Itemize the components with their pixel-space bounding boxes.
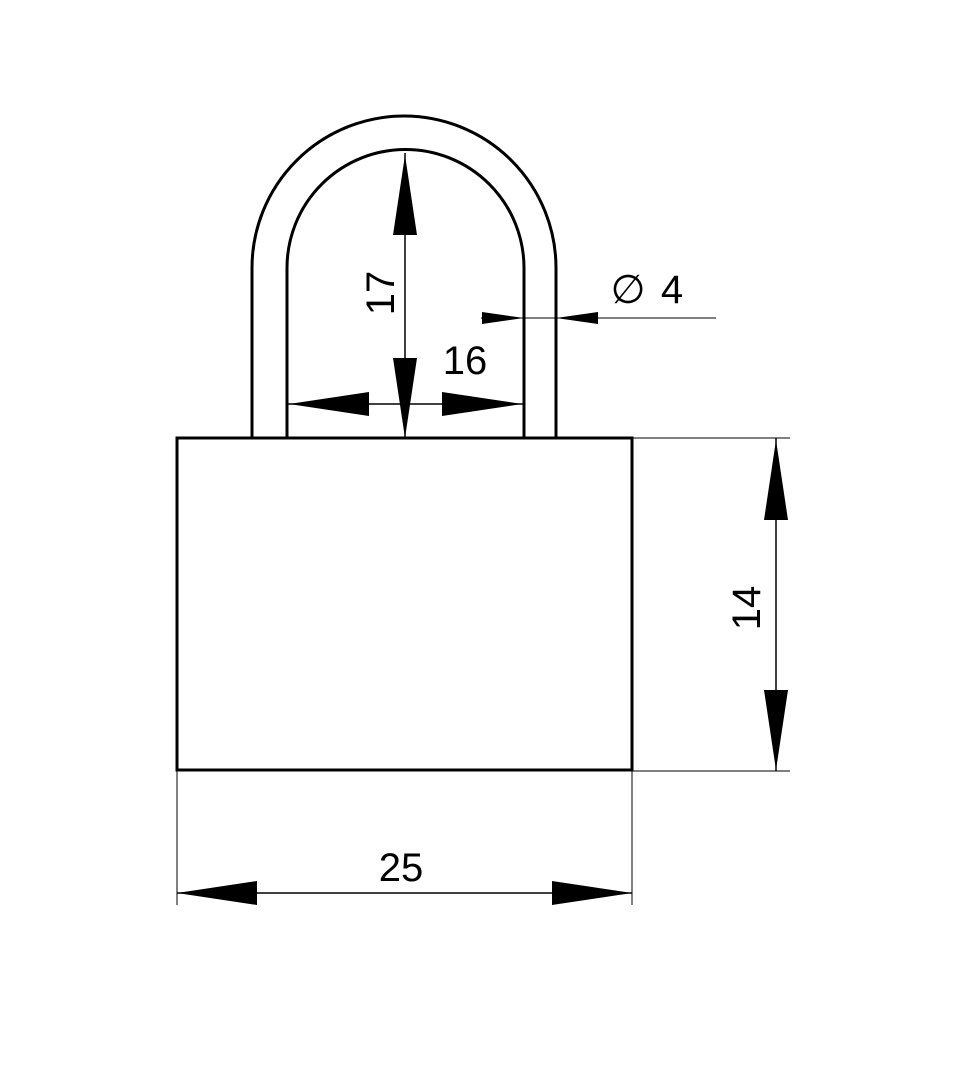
- arrowhead-right: [482, 312, 524, 324]
- arrowhead-down: [393, 358, 417, 438]
- arrowhead-left: [177, 881, 257, 905]
- arrowhead-right: [552, 881, 632, 905]
- padlock-body: [175, 436, 634, 772]
- dimension-label-4: 4: [661, 268, 683, 312]
- arrowhead-up: [393, 155, 417, 235]
- dimension-label-16: 16: [443, 339, 488, 383]
- shackle-inner: [285, 148, 526, 438]
- arrowhead-left: [556, 312, 598, 324]
- dimension-body-width: 25: [177, 846, 632, 905]
- arrowhead-down: [764, 690, 788, 770]
- diameter-symbol: ∅: [611, 268, 646, 312]
- dimension-shackle-inner-width: 16: [287, 339, 524, 416]
- dimension-body-height: 14: [725, 438, 788, 771]
- dimension-label-14: 14: [725, 586, 769, 631]
- arrowhead-right: [442, 392, 522, 416]
- shackle-outer: [250, 114, 558, 438]
- dimension-label-25: 25: [379, 846, 424, 890]
- arrowhead-left: [289, 392, 369, 416]
- arrowhead-up: [764, 440, 788, 520]
- dimension-shackle-height: 17: [359, 153, 417, 438]
- dimension-label-17: 17: [359, 271, 403, 316]
- dimension-shackle-diameter: ∅ 4: [481, 268, 716, 324]
